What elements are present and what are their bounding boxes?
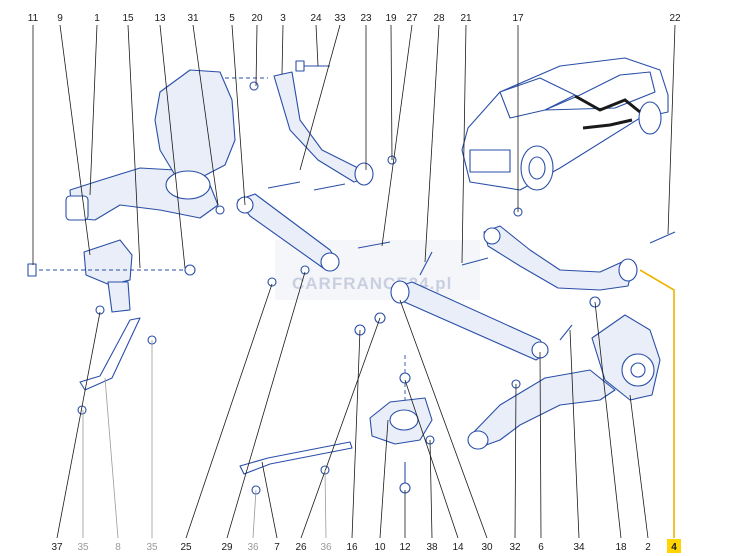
part-label-bottom-21: 4	[671, 542, 677, 553]
part-label-top-7: 20	[251, 13, 263, 24]
part-3-link	[273, 71, 374, 186]
leader-line-top-4	[159, 24, 186, 269]
part-label-bottom-17: 6	[538, 542, 544, 553]
part-label-top-6: 5	[229, 13, 235, 24]
leader-line-bottom-5	[226, 271, 306, 539]
part-label-bottom-4: 25	[180, 542, 192, 553]
highlight-leader-4	[639, 269, 675, 538]
part-label-bottom-15: 30	[481, 542, 493, 553]
top-labels: 11 9 1 15 13 31 5 20 3 24 33 23 19 27 28 21 17 22	[28, 13, 681, 24]
leader-line-top-3	[127, 24, 141, 269]
leader-line-bottom-17	[539, 351, 542, 539]
leader-line-top-15	[461, 24, 467, 264]
leader-line-bottom-9	[324, 469, 327, 539]
leader-line-top-8	[281, 24, 284, 75]
leader-line-top-5	[192, 24, 219, 206]
part-9-bracket	[83, 239, 133, 313]
part-label-top-4: 13	[154, 13, 166, 24]
part-10-spring-seat	[369, 397, 433, 445]
part-1-subframe	[65, 69, 236, 221]
leader-line-top-1	[59, 24, 91, 256]
leader-line-bottom-2	[104, 377, 119, 539]
part-label-bottom-13: 38	[426, 542, 438, 553]
leader-line-top-14	[424, 24, 440, 263]
part-label-bottom-6: 36	[247, 542, 259, 553]
part-label-bottom-10: 16	[346, 542, 358, 553]
leader-line-bottom-0	[56, 311, 101, 539]
leader-line-top-7	[255, 24, 258, 87]
part-label-top-2: 1	[94, 13, 100, 24]
part-label-bottom-7: 7	[274, 542, 280, 553]
part-label-top-12: 19	[385, 13, 397, 24]
leader-lines	[32, 24, 676, 539]
vehicle-illustration	[461, 57, 669, 191]
part-label-top-15: 21	[460, 13, 472, 24]
leader-line-bottom-20	[629, 394, 649, 539]
leader-line-top-9	[315, 24, 319, 67]
part-label-bottom-2: 8	[115, 542, 121, 553]
part-label-top-17: 22	[669, 13, 681, 24]
part-label-bottom-18: 34	[573, 542, 585, 553]
leader-line-bottom-8	[300, 317, 381, 539]
part-label-top-5: 31	[187, 13, 199, 24]
part-label-bottom-20: 2	[645, 542, 651, 553]
leader-line-bottom-7	[261, 461, 278, 539]
part-label-bottom-14: 14	[452, 542, 464, 553]
part-label-bottom-16: 32	[509, 542, 521, 553]
leader-line-bottom-11	[379, 419, 389, 539]
leader-line-top-10	[299, 24, 341, 171]
leader-line-top-17	[667, 24, 676, 235]
part-label-top-13: 27	[406, 13, 418, 24]
part-label-top-10: 33	[334, 13, 346, 24]
part-label-top-9: 24	[310, 13, 322, 24]
leader-line-top-2	[89, 24, 98, 196]
part-32-trailing-arm	[467, 369, 616, 450]
part-30-lateral-arm	[390, 280, 549, 361]
leader-line-bottom-18	[569, 329, 580, 539]
leader-line-top-6	[231, 24, 246, 206]
part-label-top-16: 17	[512, 13, 524, 24]
leader-line-bottom-6	[252, 489, 257, 539]
part-label-bottom-1: 35	[77, 542, 89, 553]
leader-line-bottom-16	[514, 383, 517, 539]
part-label-bottom-9: 36	[320, 542, 332, 553]
leader-line-top-13	[381, 24, 413, 247]
part-label-top-11: 23	[360, 13, 372, 24]
part-label-bottom-12: 12	[399, 542, 411, 553]
leader-line-bottom-14	[404, 379, 459, 539]
part-label-bottom-8: 26	[295, 542, 307, 553]
part-label-top-1: 9	[57, 13, 63, 24]
part-label-bottom-5: 29	[221, 542, 233, 553]
highlight-box-4	[667, 539, 681, 553]
leader-line-top-12	[390, 24, 393, 161]
part-label-bottom-11: 10	[374, 542, 386, 553]
leader-line-bottom-15	[399, 299, 488, 539]
part-21-arm	[483, 225, 638, 291]
part-label-top-8: 3	[280, 13, 286, 24]
part-label-bottom-19: 18	[615, 542, 627, 553]
part-label-top-14: 28	[433, 13, 445, 24]
leader-line-bottom-4	[185, 283, 273, 539]
bottom-labels: 37 35 8 35 25 29 36 7 26 36 16 10 12 38 14 30 32 6 34 18 2 4	[51, 539, 681, 553]
leader-line-bottom-19	[594, 301, 622, 539]
part-label-bottom-3: 35	[146, 542, 158, 553]
leader-line-bottom-10	[351, 329, 361, 539]
part-label-bottom-0: 37	[51, 542, 63, 553]
part-label-top-0: 11	[28, 13, 39, 24]
part-label-top-3: 15	[122, 13, 134, 24]
part-2-knuckle	[591, 314, 661, 401]
